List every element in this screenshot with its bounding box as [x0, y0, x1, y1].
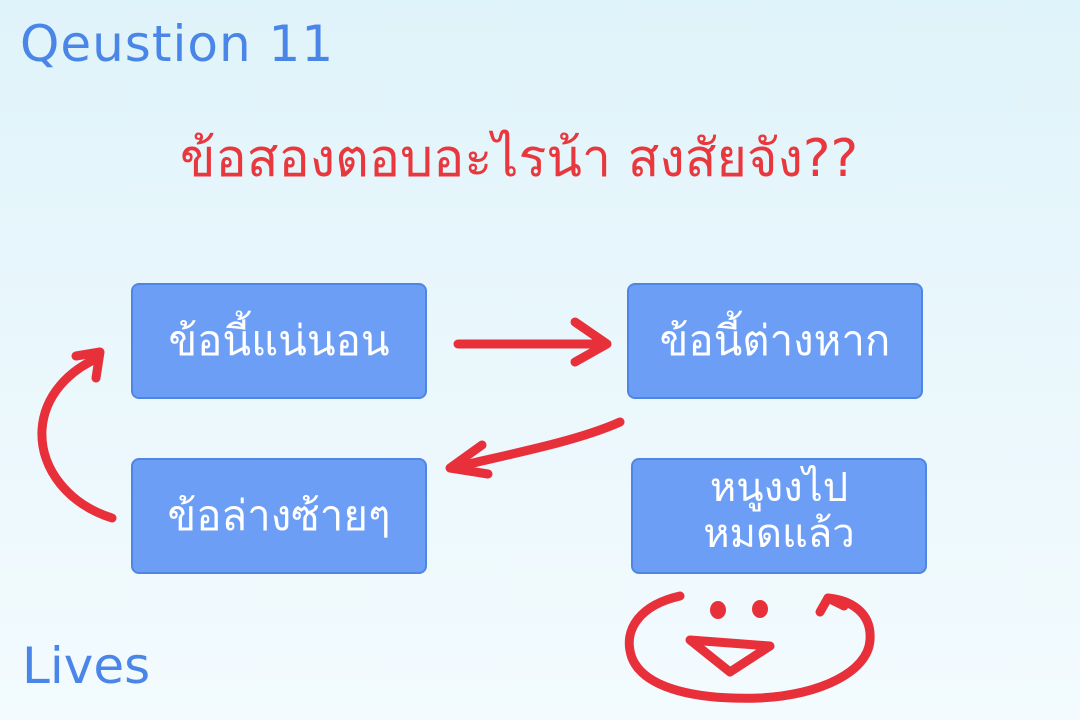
answer-label-2: ข้อนี้ต่างหาก	[659, 316, 891, 365]
answer-button-2[interactable]: ข้อนี้ต่างหาก	[627, 283, 923, 399]
answer-label-4: หนูงงไป หมดแล้ว	[703, 465, 855, 557]
arrow-right-doodle	[453, 317, 612, 367]
arrow-down-left-doodle	[445, 417, 625, 479]
smiley-doodle	[624, 591, 875, 703]
answer-label-1: ข้อนี้แน่นอน	[168, 316, 390, 365]
answer-label-3: ข้อล่างซ้ายๆ	[167, 491, 391, 540]
arrow-curve-up-doodle	[37, 347, 117, 523]
answer-button-3[interactable]: ข้อล่างซ้ายๆ	[131, 458, 427, 574]
question-number: Qeustion 11	[20, 15, 335, 73]
question-prompt: ข้อสองตอบอะไรน้า สงสัยจัง??	[180, 129, 859, 189]
smiley-eyes-doodle	[710, 600, 768, 619]
answer-button-4[interactable]: หนูงงไป หมดแล้ว	[631, 458, 927, 574]
answer-button-1[interactable]: ข้อนี้แน่นอน	[131, 283, 427, 399]
lives-label: Lives	[22, 637, 151, 695]
